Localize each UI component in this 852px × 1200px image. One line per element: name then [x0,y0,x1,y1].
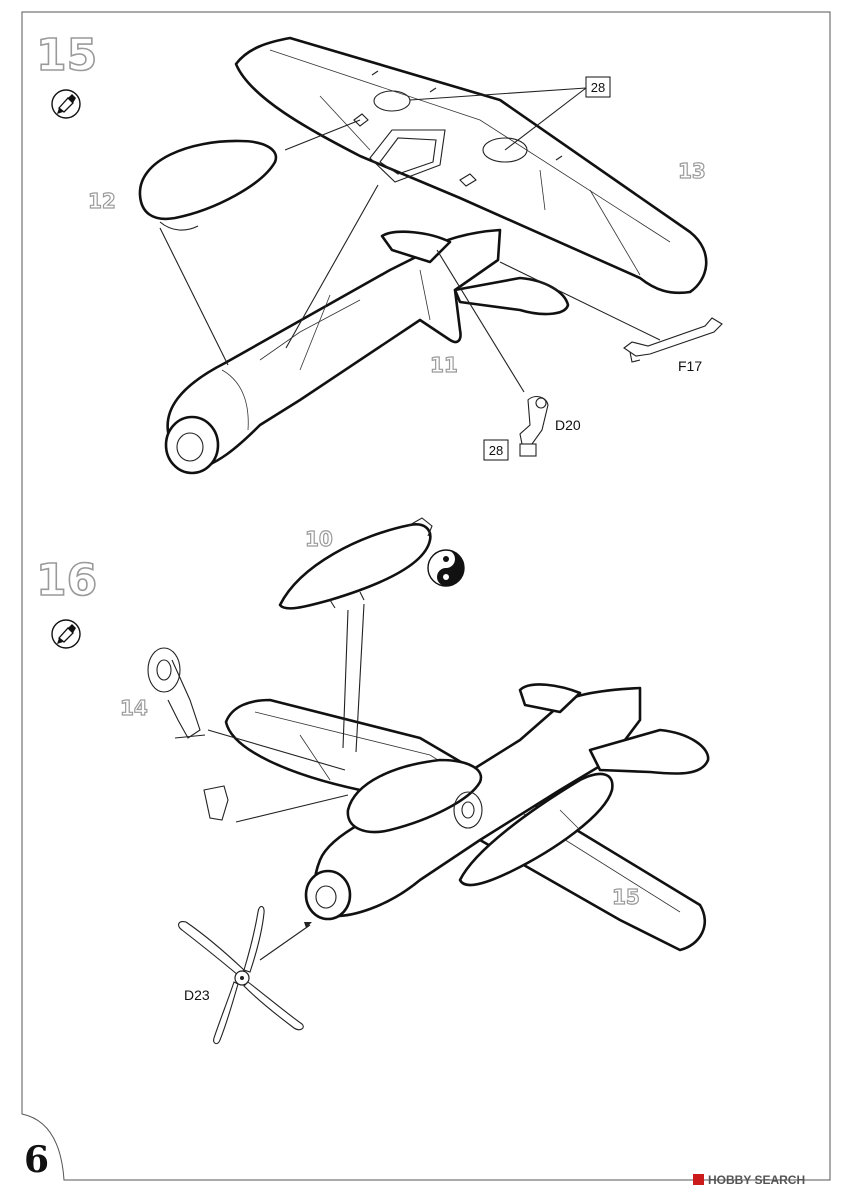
part-label-D23: D23 [184,987,210,1003]
part-label-D20: D20 [555,417,581,433]
step-15: 15 12 [35,29,723,475]
svg-text:28: 28 [489,443,503,458]
canopy-part [138,139,278,231]
step-number: 15 [36,30,97,81]
part-label-F17: F17 [678,358,702,374]
page-number: 6 [24,1139,49,1181]
part-label-15: 15 [612,885,640,909]
svg-text:28: 28 [591,80,605,95]
tailwheel-door-part [623,317,723,363]
cement-tube-icon [51,619,81,649]
wing-part [234,36,708,295]
gear-door-part [203,785,229,821]
page-border [21,11,831,1181]
part-label-12: 12 [88,189,116,213]
part-label-11: 11 [430,353,458,377]
assembled-aircraft [224,683,710,952]
part-label-13: 13 [678,159,706,183]
drop-tank-part [278,517,433,610]
callout-28-d20: 28 [483,439,509,461]
callout-28: 28 [409,76,611,151]
part-label-14: 14 [120,696,148,720]
fuselage-part [164,228,570,475]
propeller-part [177,905,304,1045]
step-16: 16 10 14 [35,517,710,1045]
cement-tube-icon [51,89,81,119]
yin-yang-paint-icon [427,549,465,587]
svg-text:HOBBY SEARCH: HOBBY SEARCH [708,1173,805,1187]
watermark: HOBBY SEARCH [693,1173,805,1187]
part-label-10: 10 [305,527,333,551]
landing-gear-part [147,647,206,739]
step-number: 16 [36,555,97,606]
tailwheel-part [519,396,549,457]
